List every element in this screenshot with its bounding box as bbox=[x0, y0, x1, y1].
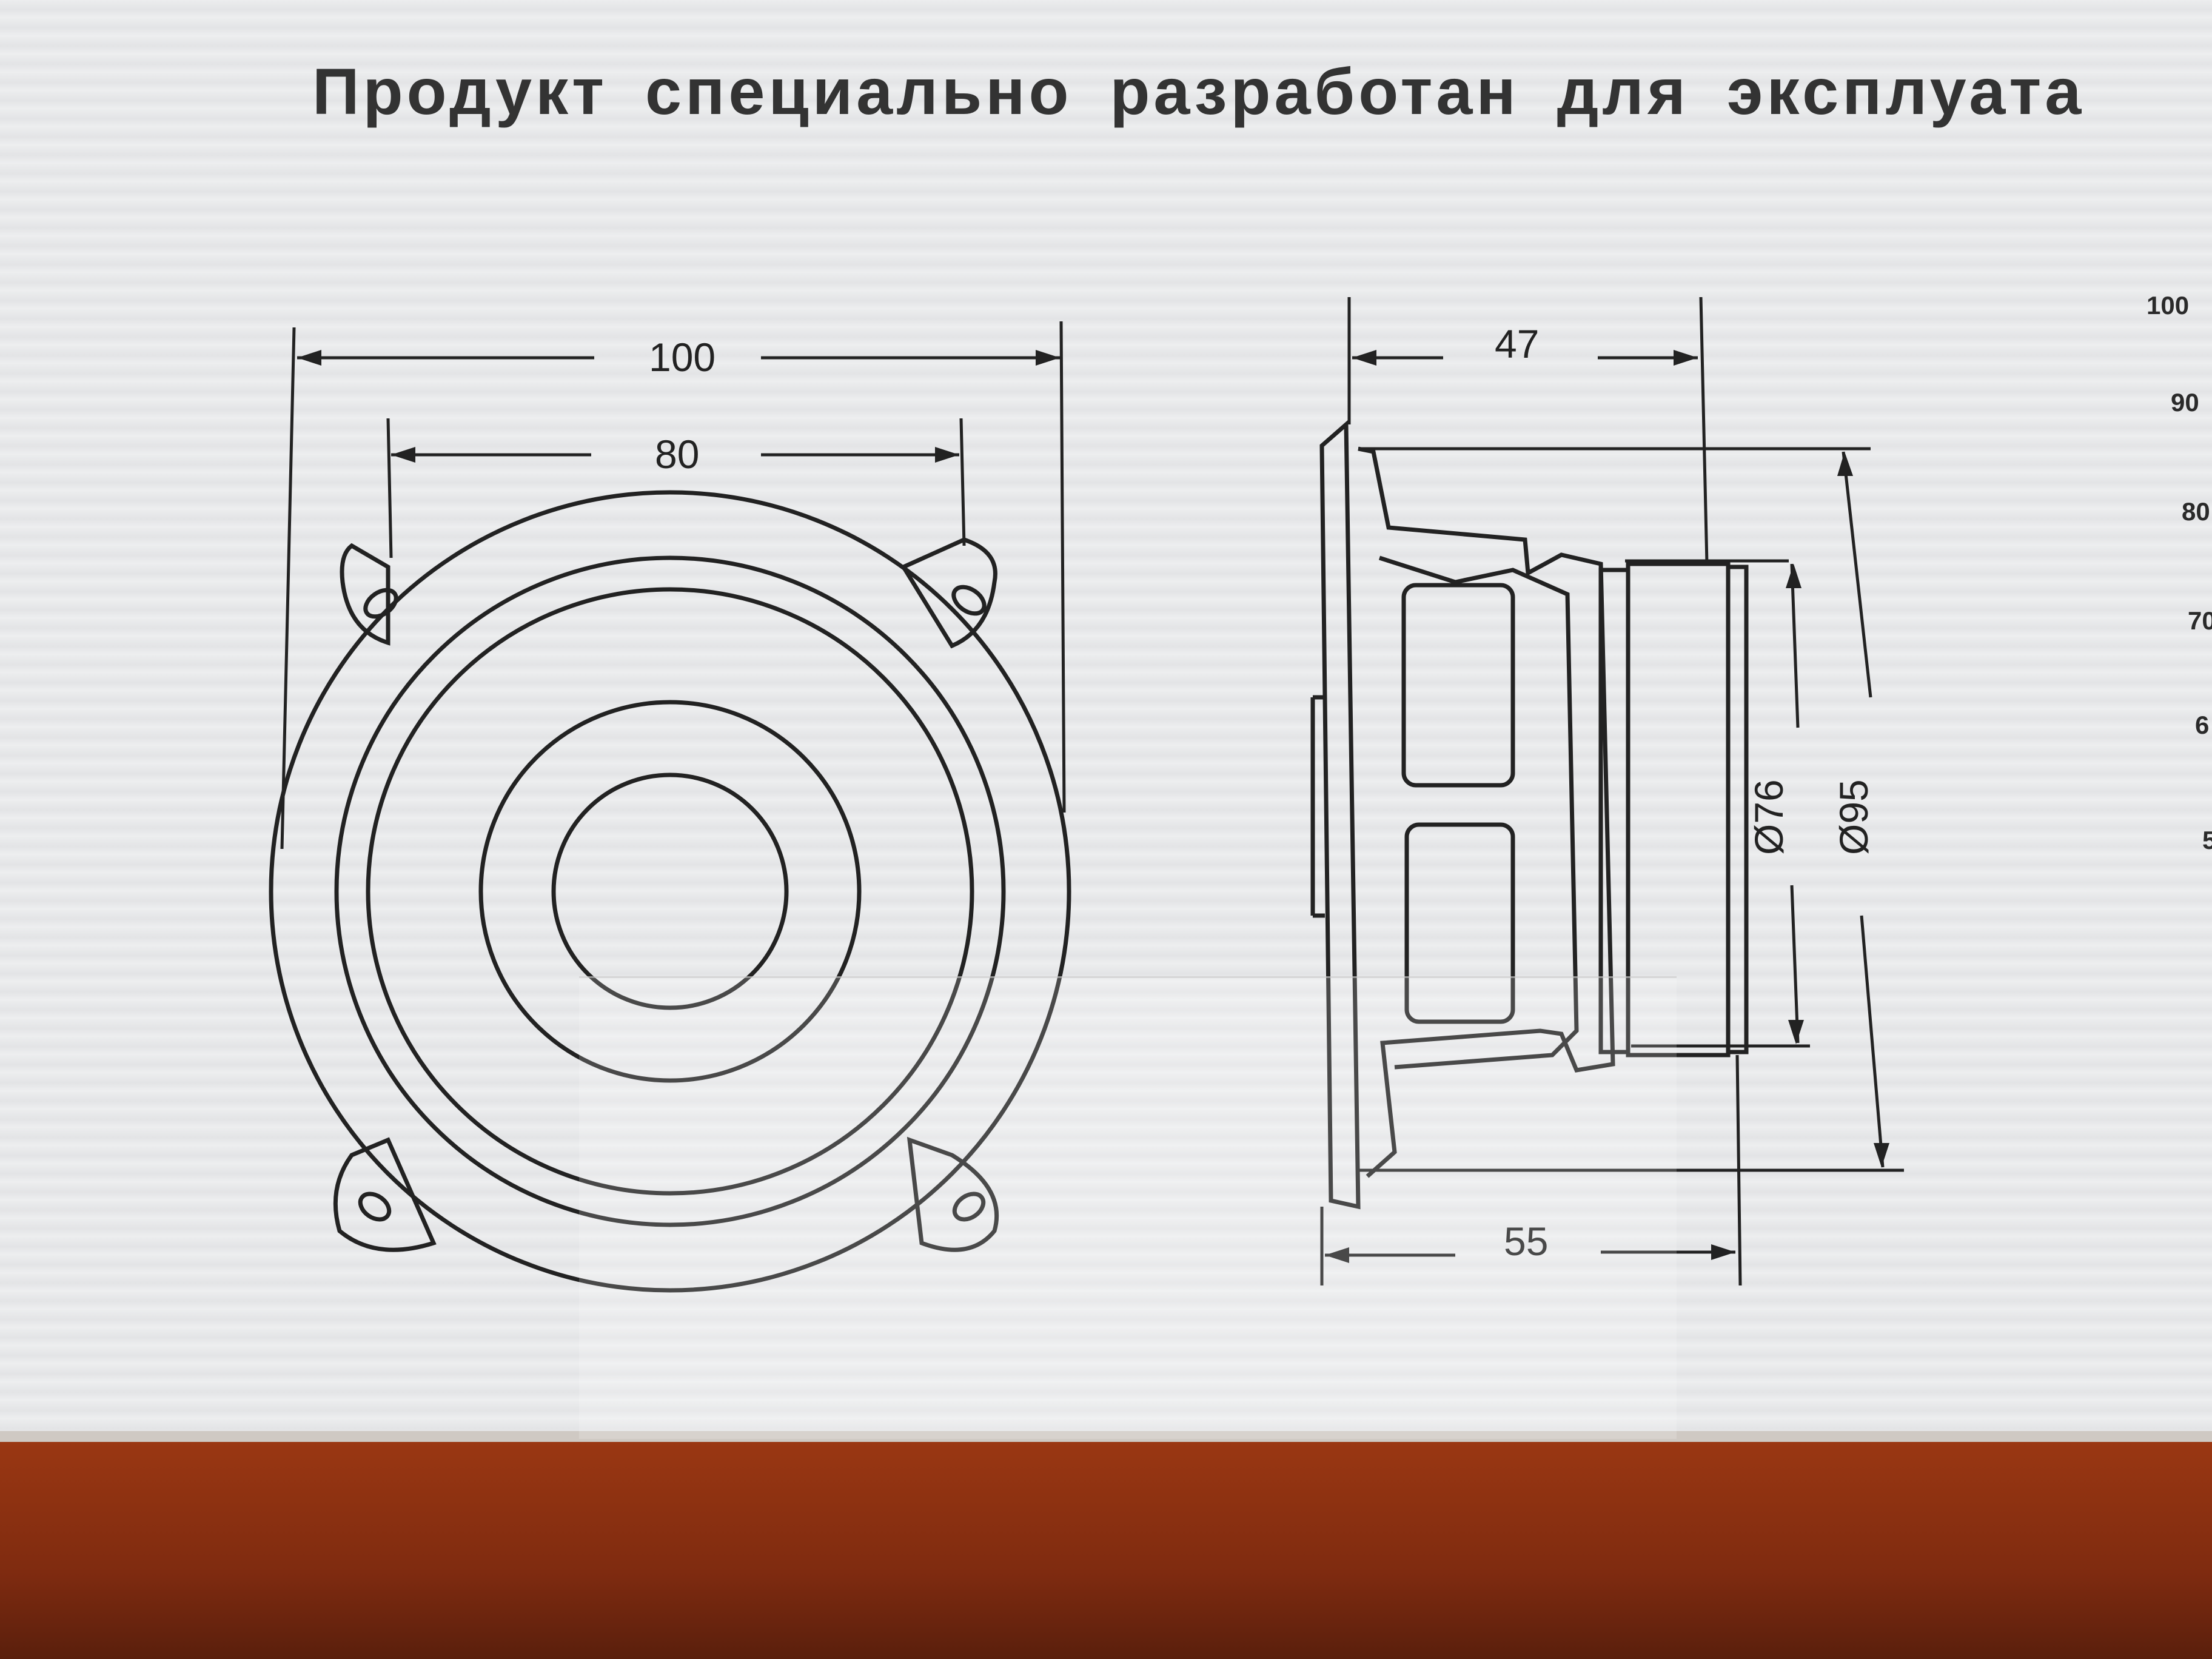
mount-ear-top-right bbox=[900, 537, 997, 649]
surround-ring bbox=[366, 587, 974, 1196]
tape-strip bbox=[579, 976, 1677, 1439]
cone-ring bbox=[478, 700, 862, 1083]
mount-ear-top-left bbox=[340, 543, 390, 646]
scale-label-90: 90 bbox=[2171, 388, 2199, 417]
scale-label-100: 100 bbox=[2147, 291, 2189, 320]
dimension-front-inner: 80 bbox=[655, 432, 699, 477]
mount-ear-bottom-left bbox=[333, 1137, 437, 1252]
box-panel bbox=[0, 0, 2212, 1442]
dust-cap bbox=[551, 773, 789, 1010]
side-view bbox=[1310, 420, 1749, 1210]
headline-text: Продукт специально разработан для эксплу… bbox=[312, 55, 2085, 128]
dimension-diameter-inner: Ø76 bbox=[1746, 779, 1791, 855]
dimension-front-outer: 100 bbox=[649, 335, 716, 380]
front-view bbox=[269, 490, 1071, 1293]
speaker-diagram: 100 80 47 55 Ø76 Ø95 100 90 80 70 6 5 bbox=[269, 291, 2212, 1293]
basket-inner bbox=[1378, 555, 1579, 1070]
side-basket bbox=[1358, 446, 1615, 1178]
basket-window-top bbox=[1401, 583, 1515, 788]
scale-label-50: 5 bbox=[2202, 826, 2212, 854]
mount-ear-bottom-right bbox=[907, 1136, 999, 1252]
outer-ring bbox=[269, 490, 1071, 1293]
basket-window-bottom bbox=[1404, 822, 1515, 1024]
basket-ring bbox=[334, 555, 1006, 1227]
dimension-side-bottom: 55 bbox=[1504, 1219, 1548, 1264]
dimension-diameter-outer: Ø95 bbox=[1831, 779, 1876, 855]
side-mount-flange bbox=[1319, 420, 1361, 1210]
dimension-side-top: 47 bbox=[1495, 321, 1539, 366]
scale-label-80: 80 bbox=[2182, 497, 2210, 526]
magnet-back bbox=[1726, 565, 1749, 1054]
scale-label-60: 6 bbox=[2195, 711, 2209, 739]
table-surface bbox=[0, 1442, 2212, 1659]
scale-label-70: 70 bbox=[2188, 606, 2212, 635]
